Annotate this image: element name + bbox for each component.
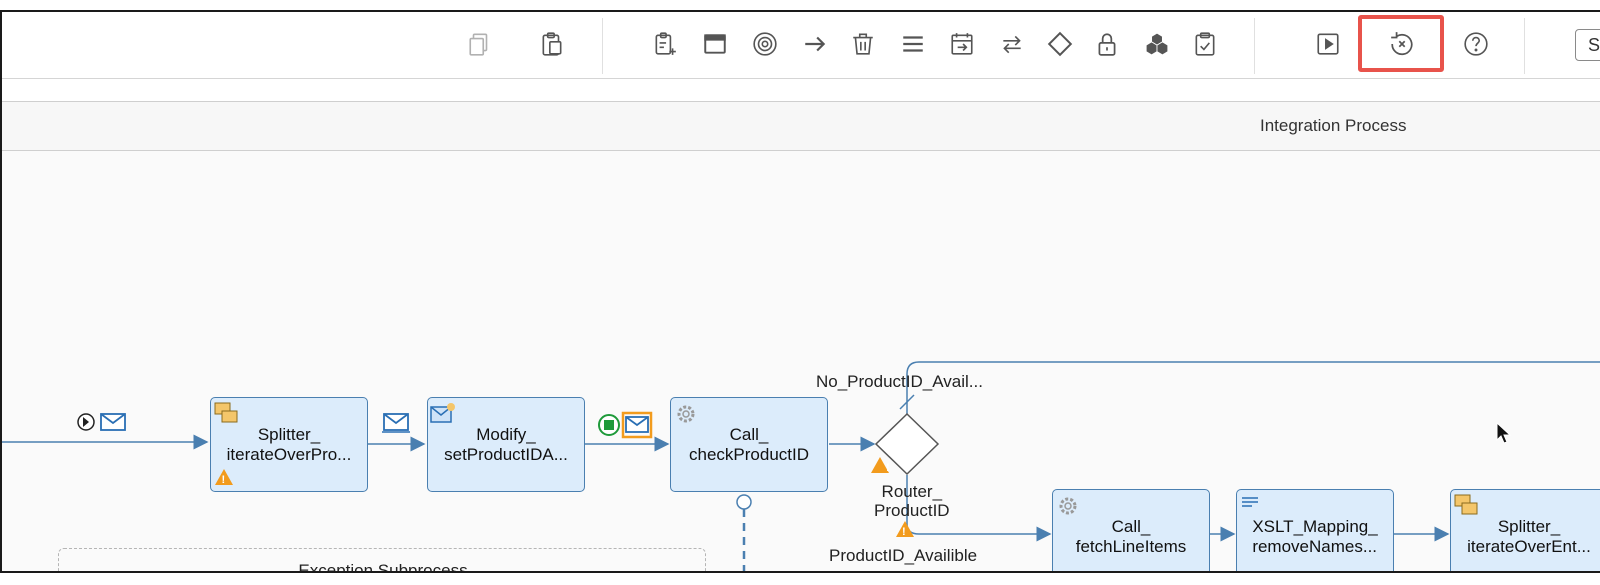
step-label: XSLT_Mapping_	[1252, 516, 1378, 536]
splitter-icon	[1454, 494, 1478, 515]
step-label: iterateOverEnt...	[1467, 536, 1591, 556]
xslt-mapping-step[interactable]: XSLT_Mapping_removeNames...	[1236, 489, 1394, 571]
swap-button[interactable]	[994, 26, 1030, 62]
step-label: removeNames...	[1252, 536, 1378, 556]
step-label: Call_	[729, 424, 769, 444]
menu-lines-icon	[903, 36, 923, 52]
cubes-icon	[1145, 32, 1169, 56]
step-label: ProductID	[874, 501, 950, 520]
message-icon	[100, 413, 126, 431]
process-call-step[interactable]: Call_fetchLineItems	[1052, 489, 1210, 571]
step-label: Router_	[881, 482, 943, 501]
router-label: Router_ ProductID	[874, 482, 950, 520]
warning-icon	[1239, 570, 1259, 573]
import-button[interactable]	[944, 26, 980, 62]
end-event-icon	[598, 414, 620, 436]
process-header	[2, 102, 1600, 151]
integration-process-title: Integration Process	[1260, 116, 1407, 135]
cut-off-button[interactable]: S	[1575, 29, 1600, 61]
simulate-button[interactable]	[1310, 26, 1346, 62]
step-label: Splitter_	[1497, 516, 1561, 536]
default-route-mark	[899, 394, 915, 410]
import-icon	[951, 33, 973, 55]
check-button[interactable]	[1187, 26, 1223, 62]
warning-icon: !	[871, 457, 890, 474]
mapping-icon	[1242, 497, 1258, 507]
svg-text:!: !	[886, 462, 890, 474]
clipboard-check-icon	[1195, 32, 1215, 56]
gear-icon	[677, 405, 695, 423]
step-label: setProductIDA...	[444, 444, 568, 464]
toolbar-separator	[602, 18, 603, 74]
package-button[interactable]	[1139, 26, 1175, 62]
step-label: Modify_	[476, 424, 536, 444]
svg-text:!: !	[902, 526, 906, 538]
arrow-right-icon	[805, 36, 826, 52]
splitter-icon	[214, 402, 238, 423]
boundary-event[interactable]	[736, 494, 752, 510]
editor-header-band	[2, 79, 1600, 102]
help-icon	[1464, 32, 1488, 56]
mouse-cursor-icon	[1496, 422, 1512, 444]
undo-cancel-icon	[1391, 32, 1413, 56]
target-button[interactable]	[747, 26, 783, 62]
process-call-step[interactable]: Call_checkProductID	[670, 397, 828, 492]
warning-icon: !	[215, 469, 233, 486]
delete-icon	[853, 33, 873, 55]
step-label: checkProductID	[689, 444, 809, 464]
diamond-icon	[1047, 31, 1073, 57]
cancel-simulation-button[interactable]	[1384, 26, 1420, 62]
router-button[interactable]	[1042, 26, 1078, 62]
window-button[interactable]	[697, 26, 733, 62]
router-diamond[interactable]	[874, 412, 940, 476]
flow-connectors: ! !	[2, 361, 1600, 571]
paste-button[interactable]	[534, 26, 570, 62]
warning-icon	[1454, 570, 1474, 573]
step-label: Call_	[1111, 516, 1151, 536]
content-modifier-step[interactable]: Modify_setProductIDA...	[427, 397, 585, 492]
gear-icon	[1059, 497, 1077, 515]
help-button[interactable]	[1458, 26, 1494, 62]
swap-arrows-icon	[1003, 35, 1021, 54]
copy-button[interactable]	[462, 26, 498, 62]
route-no-product[interactable]	[906, 361, 1600, 416]
lock-icon	[1098, 33, 1116, 56]
route-label-no-product: No_ProductID_Avail...	[816, 372, 983, 391]
highlight-box	[1358, 15, 1444, 72]
step-label: fetchLineItems	[1075, 536, 1187, 556]
add-step-button[interactable]	[647, 26, 683, 62]
message-icon	[382, 413, 410, 433]
window-icon	[704, 34, 726, 54]
connect-button[interactable]	[797, 26, 833, 62]
toolbar-separator	[1524, 18, 1525, 74]
editor-toolbar: S	[2, 12, 1600, 79]
delete-button[interactable]	[845, 26, 881, 62]
timer-start-icon	[77, 413, 95, 431]
route-label-product: ProductID_Availible	[829, 546, 978, 565]
lock-button[interactable]	[1089, 26, 1125, 62]
menu-button[interactable]	[895, 26, 931, 62]
target-icon	[753, 32, 777, 56]
step-label: Splitter_	[257, 424, 321, 444]
warning-icon: !	[896, 521, 914, 538]
svg-text:!: !	[222, 474, 226, 486]
copy-icon	[469, 33, 488, 56]
paste-icon	[542, 32, 562, 56]
play-icon	[1317, 33, 1339, 55]
content-modifier-icon	[430, 403, 455, 423]
exception-subprocess-title: Exception Subprocess	[298, 561, 468, 573]
toolbar-separator	[1254, 18, 1255, 74]
add-clipboard-icon	[655, 32, 676, 55]
step-label: iterateOverPro...	[226, 444, 352, 464]
selected-message-icon[interactable]	[621, 411, 653, 439]
integration-flow-editor: S Integration Process	[0, 10, 1600, 573]
exception-subprocess[interactable]: Exception Subprocess	[58, 548, 706, 573]
